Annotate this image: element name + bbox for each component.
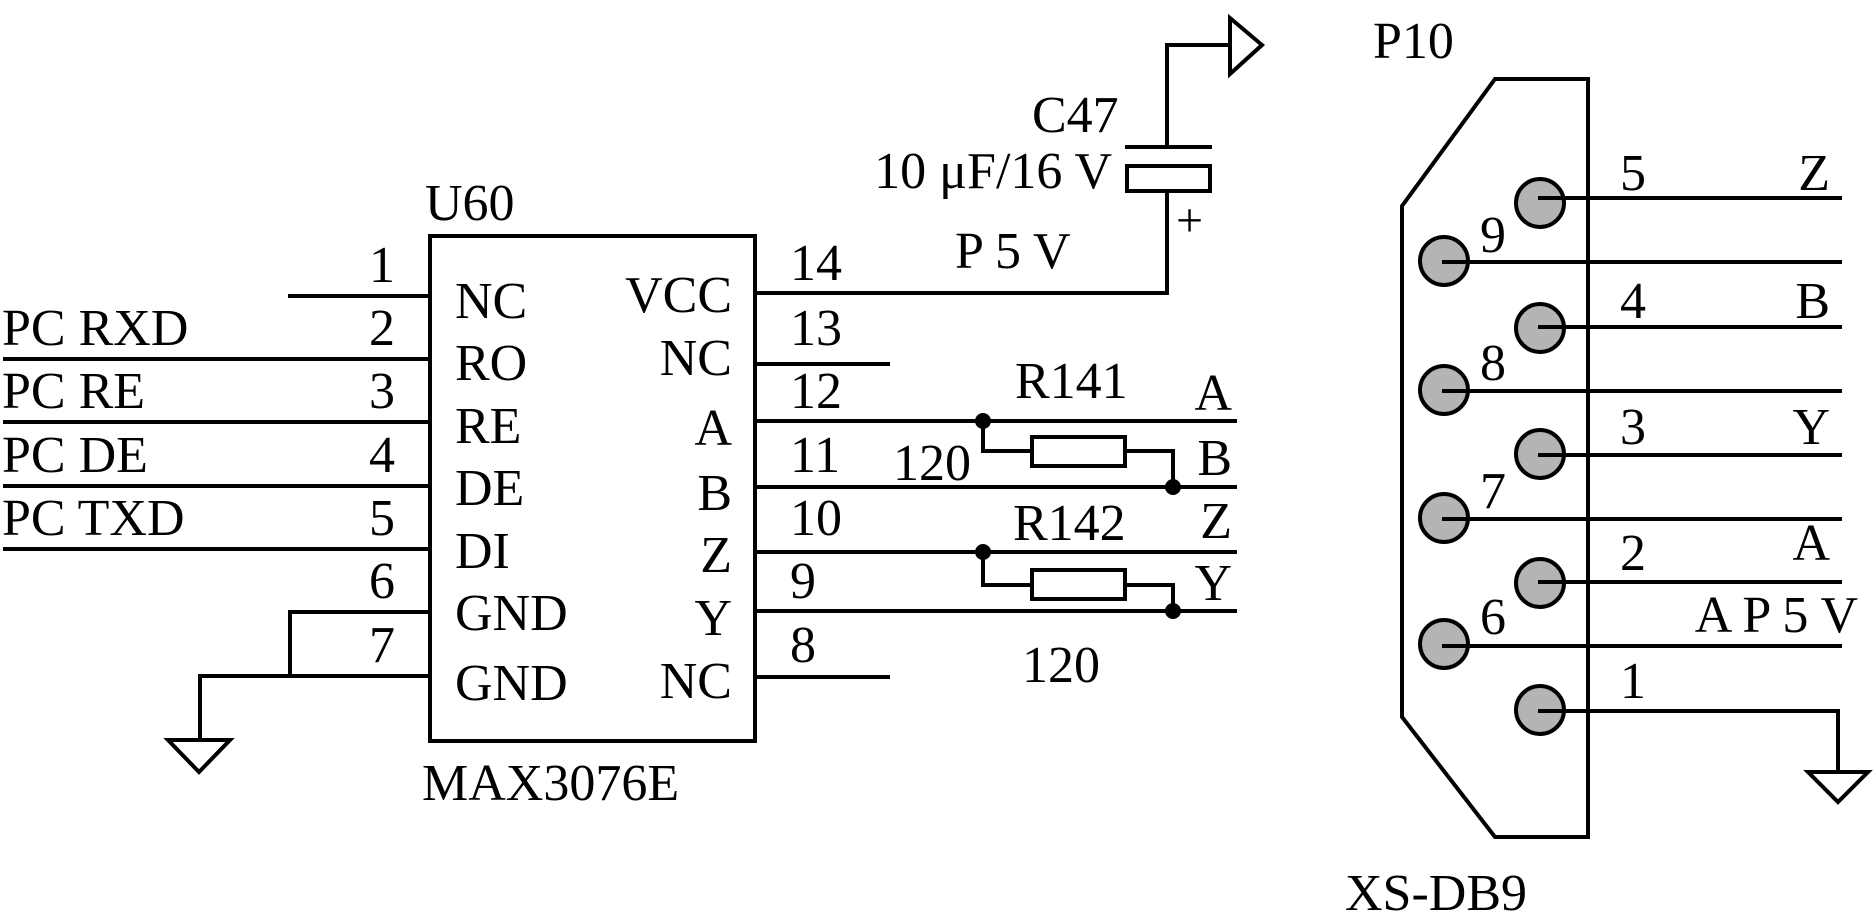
net-label-y: Y [1194, 555, 1232, 612]
c47-value-label: 10 μF/16 V [874, 143, 1112, 200]
r142-lead-left [981, 550, 1034, 587]
ic-pin-num-13: 13 [790, 300, 842, 357]
ic-pin-name-10: Z [700, 527, 732, 584]
db9-pin-5 [1514, 177, 1566, 229]
ground-icon [1803, 770, 1873, 805]
db9-net-label-ap5v: A P 5 V [1695, 587, 1858, 644]
capacitor-c47: C47 10 μF/16 V + P 5 V [874, 13, 1266, 280]
db9-pin-num-9: 9 [1480, 207, 1506, 264]
ic-pin-num-5: 5 [369, 490, 395, 547]
ic-pin-num-2: 2 [369, 300, 395, 357]
r141-value-label: 120 [893, 435, 971, 492]
ic-pin-name-13: NC [660, 330, 732, 387]
ic-pin-num-9: 9 [790, 553, 816, 610]
ic-pin-name-9: Y [694, 590, 732, 647]
ic-pin-name-8: NC [660, 653, 732, 710]
ground-icon [163, 738, 235, 775]
net-label-a: A [1194, 365, 1232, 422]
db9-pin-num-4: 4 [1620, 273, 1646, 330]
r142-value-label: 120 [1022, 637, 1100, 694]
c47-polarity-label: + [1176, 194, 1203, 247]
db9-pin-num-3: 3 [1620, 399, 1646, 456]
power-port-icon [1228, 13, 1266, 79]
r141-lead-left [981, 419, 1034, 453]
net-label-b: B [1197, 430, 1232, 487]
ic-pin-name-5: DI [455, 523, 510, 580]
ic-pin-name-12: A [694, 400, 732, 457]
db9-pin-num-5: 5 [1620, 145, 1646, 202]
ic-pin-name-7: GND [455, 655, 568, 712]
db9-net-label-y: Y [1792, 399, 1830, 456]
ic-pin-name-6: GND [455, 585, 568, 642]
ic-pin-name-2: RO [455, 335, 527, 392]
ic-pin-num-4: 4 [369, 427, 395, 484]
left-wires: 1 2 3 4 5 6 7 PC RXD PC RE PC DE PC TXD [2, 237, 432, 775]
db9-pin-num-6: 6 [1480, 589, 1506, 646]
ic-pin-num-14: 14 [790, 235, 842, 292]
r142-ref-label: R142 [1013, 495, 1126, 552]
ic-pin-name-4: DE [455, 460, 524, 517]
connector-part-label: XS-DB9 [1345, 865, 1527, 922]
connector-body [1400, 77, 1590, 839]
resistor-r142: R142 120 [975, 495, 1181, 694]
ic-pin-num-3: 3 [369, 363, 395, 420]
ic-pin-num-12: 12 [790, 363, 842, 420]
resistor-r141: R141 120 [893, 353, 1181, 495]
db9-net-label-z: Z [1798, 145, 1830, 202]
r141-body [1030, 435, 1127, 468]
net-label-pc-re: PC RE [2, 363, 145, 420]
c47-ref-label: C47 [1032, 87, 1119, 144]
connector-p10: P10 XS-DB9 5 9 4 8 3 7 2 6 1 Z B [1345, 13, 1873, 922]
db9-pin-1-wire [1538, 709, 1840, 774]
ic-pin-num-10: 10 [790, 490, 842, 547]
ic-pin-name-11: B [697, 465, 732, 522]
net-label-p5v: P 5 V [955, 223, 1071, 280]
right-wires: 14 13 12 11 10 9 8 A B Z Y [753, 190, 1237, 679]
net-label-pc-txd: PC TXD [2, 490, 185, 547]
c47-plate-bottom [1125, 164, 1212, 193]
ic-pin-num-6: 6 [369, 553, 395, 610]
ic-pin-num-8: 8 [790, 617, 816, 674]
net-label-pc-de: PC DE [2, 427, 148, 484]
connector-ref-label: P10 [1373, 13, 1454, 70]
ic-pin-num-11: 11 [790, 427, 840, 484]
r141-ref-label: R141 [1015, 353, 1128, 410]
db9-pin-num-1: 1 [1620, 653, 1646, 710]
ic-pin-name-14: VCC [625, 267, 732, 324]
vcc-wire [753, 190, 1169, 295]
power-wire [1165, 43, 1230, 149]
db9-pin-num-2: 2 [1620, 525, 1646, 582]
ic-pin-name-3: RE [455, 398, 521, 455]
r142-lead-right [1123, 583, 1175, 613]
db9-pin-num-7: 7 [1480, 463, 1506, 520]
r141-lead-right [1123, 449, 1175, 489]
ic-pin-name-1: NC [455, 273, 527, 330]
ic-u60: U60 MAX3076E NC RO RE DE DI GND GND VCC … [422, 175, 757, 812]
pin6-wire [288, 610, 432, 678]
ic-ref-label: U60 [425, 175, 515, 232]
ic-part-label: MAX3076E [422, 755, 679, 812]
net-label-z: Z [1200, 493, 1232, 550]
db9-net-label-a: A [1792, 515, 1830, 572]
r142-body [1030, 568, 1127, 601]
db9-pin-num-8: 8 [1480, 335, 1506, 392]
net-label-pc-rxd: PC RXD [2, 300, 188, 357]
ic-pin-num-1: 1 [369, 237, 395, 294]
ic-pin-num-7: 7 [369, 617, 395, 674]
db9-net-label-b: B [1795, 273, 1830, 330]
